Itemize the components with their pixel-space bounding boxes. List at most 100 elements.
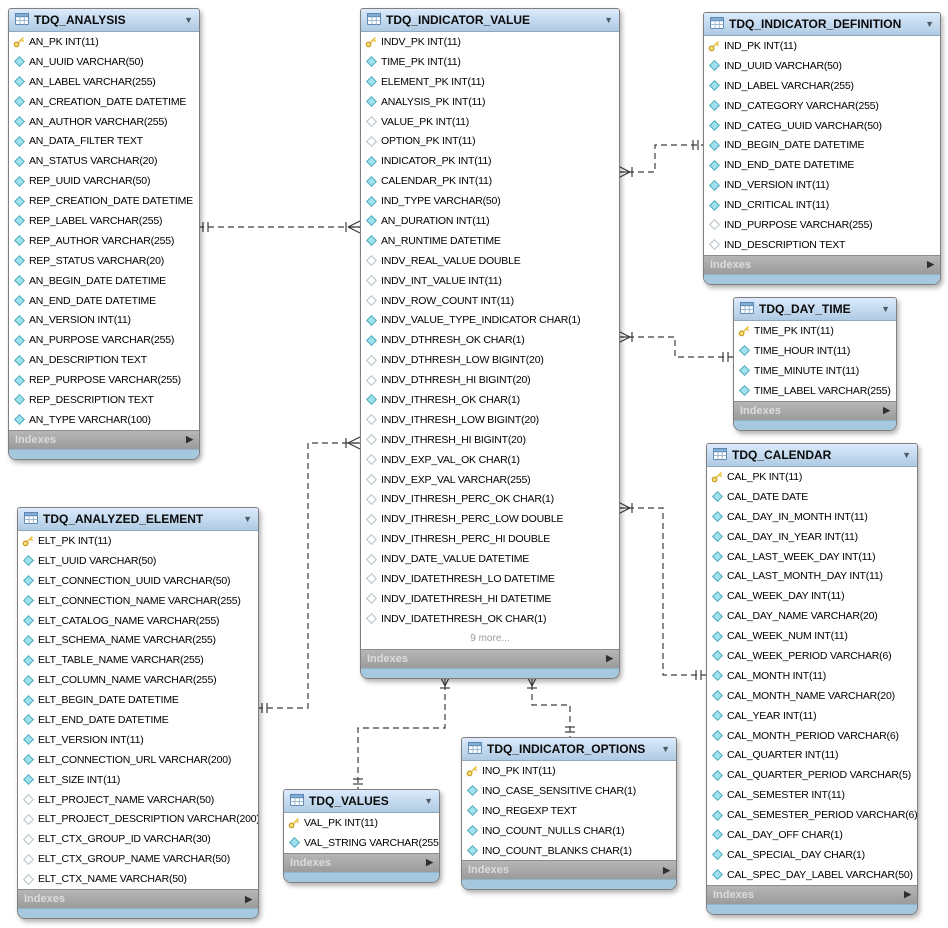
column-row[interactable]: AN_LABEL VARCHAR(255) <box>9 72 199 92</box>
column-row[interactable]: AN_VERSION INT(11) <box>9 310 199 330</box>
column-row[interactable]: IND_END_DATE DATETIME <box>704 155 940 175</box>
table-tdq_indicator_definition[interactable]: TDQ_INDICATOR_DEFINITION▼IND_PK INT(11) I… <box>703 12 941 285</box>
column-row[interactable]: AN_END_DATE DATETIME <box>9 291 199 311</box>
column-row[interactable]: INO_CASE_SENSITIVE CHAR(1) <box>462 781 676 801</box>
column-row[interactable]: ELT_COLUMN_NAME VARCHAR(255) <box>18 670 258 690</box>
column-row[interactable]: ELT_PK INT(11) <box>18 531 258 551</box>
column-row[interactable]: IND_CATEG_UUID VARCHAR(50) <box>704 116 940 136</box>
column-row[interactable]: AN_PK INT(11) <box>9 32 199 52</box>
column-row[interactable]: REP_CREATION_DATE DATETIME <box>9 191 199 211</box>
column-row[interactable]: IND_PK INT(11) <box>704 36 940 56</box>
expand-arrow-icon[interactable]: ▶ <box>245 893 252 904</box>
relationship-line-tdq_analyzed_element-tdq_indicator_value[interactable] <box>257 436 361 713</box>
column-row[interactable]: CAL_SEMESTER INT(11) <box>707 785 917 805</box>
column-row[interactable]: ELT_BEGIN_DATE DATETIME <box>18 690 258 710</box>
column-row[interactable]: ELT_CATALOG_NAME VARCHAR(255) <box>18 611 258 631</box>
column-row[interactable]: INDV_EXP_VAL VARCHAR(255) <box>361 470 619 490</box>
table-header[interactable]: TDQ_VALUES▼ <box>284 790 439 813</box>
column-row[interactable]: AN_PURPOSE VARCHAR(255) <box>9 330 199 350</box>
collapse-arrow-icon[interactable]: ▼ <box>881 304 890 314</box>
column-row[interactable]: CAL_DATE DATE <box>707 487 917 507</box>
column-row[interactable]: ELT_PROJECT_DESCRIPTION VARCHAR(200) <box>18 809 258 829</box>
column-row[interactable]: ELT_PROJECT_NAME VARCHAR(50) <box>18 790 258 810</box>
column-row[interactable]: CAL_SPECIAL_DAY CHAR(1) <box>707 845 917 865</box>
column-row[interactable]: CAL_WEEK_PERIOD VARCHAR(6) <box>707 646 917 666</box>
column-row[interactable]: INDV_ITHRESH_PERC_HI DOUBLE <box>361 529 619 549</box>
column-row[interactable]: INDV_ROW_COUNT INT(11) <box>361 291 619 311</box>
column-row[interactable]: CAL_LAST_MONTH_DAY INT(11) <box>707 566 917 586</box>
indexes-footer[interactable]: Indexes▶ <box>734 400 896 420</box>
table-tdq_analysis[interactable]: TDQ_ANALYSIS▼AN_PK INT(11)AN_UUID VARCHA… <box>8 8 200 460</box>
relationship-line-tdq_indicator_value-tdq_values[interactable] <box>353 673 452 789</box>
indexes-footer[interactable]: Indexes▶ <box>284 852 439 872</box>
table-tdq_indicator_options[interactable]: TDQ_INDICATOR_OPTIONS▼INO_PK INT(11)INO_… <box>461 737 677 891</box>
column-row[interactable]: INDV_INT_VALUE INT(11) <box>361 271 619 291</box>
column-row[interactable]: CAL_DAY_OFF CHAR(1) <box>707 825 917 845</box>
column-row[interactable]: ELT_CTX_GROUP_ID VARCHAR(30) <box>18 829 258 849</box>
indexes-footer[interactable]: Indexes▶ <box>462 860 676 880</box>
column-row[interactable]: AN_DESCRIPTION TEXT <box>9 350 199 370</box>
column-row[interactable]: INDV_REAL_VALUE DOUBLE <box>361 251 619 271</box>
relationship-line-tdq_indicator_value-tdq_indicator_options[interactable] <box>525 673 575 737</box>
column-row[interactable]: AN_DURATION INT(11) <box>361 211 619 231</box>
column-row[interactable]: CAL_WEEK_DAY INT(11) <box>707 586 917 606</box>
column-row[interactable]: CAL_MONTH INT(11) <box>707 666 917 686</box>
table-header[interactable]: TDQ_INDICATOR_OPTIONS▼ <box>462 738 676 761</box>
column-row[interactable]: REP_PURPOSE VARCHAR(255) <box>9 370 199 390</box>
column-row[interactable]: AN_STATUS VARCHAR(20) <box>9 151 199 171</box>
table-header[interactable]: TDQ_DAY_TIME▼ <box>734 298 896 321</box>
column-row[interactable]: CALENDAR_PK INT(11) <box>361 171 619 191</box>
column-row[interactable]: IND_DESCRIPTION TEXT <box>704 235 940 255</box>
column-row[interactable]: INDV_ITHRESH_PERC_OK CHAR(1) <box>361 489 619 509</box>
column-row[interactable]: INDV_IDATETHRESH_OK CHAR(1) <box>361 609 619 629</box>
column-row[interactable]: CAL_MONTH_NAME VARCHAR(20) <box>707 686 917 706</box>
column-row[interactable]: INDV_DTHRESH_HI BIGINT(20) <box>361 370 619 390</box>
indexes-footer[interactable]: Indexes▶ <box>704 254 940 274</box>
column-row[interactable]: ELT_TABLE_NAME VARCHAR(255) <box>18 650 258 670</box>
column-row[interactable]: IND_BEGIN_DATE DATETIME <box>704 135 940 155</box>
column-row[interactable]: TIME_MINUTE INT(11) <box>734 361 896 381</box>
column-row[interactable]: ELT_CTX_GROUP_NAME VARCHAR(50) <box>18 849 258 869</box>
table-tdq_analyzed_element[interactable]: TDQ_ANALYZED_ELEMENT▼ELT_PK INT(11)ELT_U… <box>17 507 259 920</box>
expand-arrow-icon[interactable]: ▶ <box>904 889 911 900</box>
column-row[interactable]: TIME_PK INT(11) <box>734 321 896 341</box>
column-row[interactable]: ELT_VERSION INT(11) <box>18 730 258 750</box>
column-row[interactable]: INDV_DTHRESH_OK CHAR(1) <box>361 330 619 350</box>
column-row[interactable]: AN_DATA_FILTER TEXT <box>9 131 199 151</box>
relationship-line-tdq_indicator_value-tdq_calendar[interactable] <box>617 501 706 680</box>
collapse-arrow-icon[interactable]: ▼ <box>661 744 670 754</box>
column-row[interactable]: CAL_SEMESTER_PERIOD VARCHAR(6) <box>707 805 917 825</box>
column-row[interactable]: ELT_SCHEMA_NAME VARCHAR(255) <box>18 630 258 650</box>
column-row[interactable]: CAL_DAY_IN_YEAR INT(11) <box>707 527 917 547</box>
column-row[interactable]: IND_CATEGORY VARCHAR(255) <box>704 96 940 116</box>
column-row[interactable]: INDV_ITHRESH_PERC_LOW DOUBLE <box>361 509 619 529</box>
column-row[interactable]: IND_LABEL VARCHAR(255) <box>704 76 940 96</box>
column-row[interactable]: ELT_END_DATE DATETIME <box>18 710 258 730</box>
column-row[interactable]: INO_PK INT(11) <box>462 761 676 781</box>
column-row[interactable]: INDV_IDATETHRESH_HI DATETIME <box>361 589 619 609</box>
column-row[interactable]: CAL_DAY_NAME VARCHAR(20) <box>707 606 917 626</box>
expand-arrow-icon[interactable]: ▶ <box>426 857 433 868</box>
column-row[interactable]: REP_LABEL VARCHAR(255) <box>9 211 199 231</box>
column-row[interactable]: INDV_ITHRESH_OK CHAR(1) <box>361 390 619 410</box>
column-row[interactable]: IND_PURPOSE VARCHAR(255) <box>704 215 940 235</box>
column-row[interactable]: AN_BEGIN_DATE DATETIME <box>9 271 199 291</box>
column-row[interactable]: CAL_MONTH_PERIOD VARCHAR(6) <box>707 726 917 746</box>
column-row[interactable]: ELT_CTX_NAME VARCHAR(50) <box>18 869 258 889</box>
table-tdq_day_time[interactable]: TDQ_DAY_TIME▼TIME_PK INT(11)TIME_HOUR IN… <box>733 297 897 431</box>
table-header[interactable]: TDQ_INDICATOR_DEFINITION▼ <box>704 13 940 36</box>
table-header[interactable]: TDQ_INDICATOR_VALUE▼ <box>361 9 619 32</box>
column-row[interactable]: VAL_PK INT(11) <box>284 813 439 833</box>
column-row[interactable]: INDV_DATE_VALUE DATETIME <box>361 549 619 569</box>
column-row[interactable]: INDV_EXP_VAL_OK CHAR(1) <box>361 450 619 470</box>
column-row[interactable]: REP_AUTHOR VARCHAR(255) <box>9 231 199 251</box>
expand-arrow-icon[interactable]: ▶ <box>663 864 670 875</box>
column-row[interactable]: ELT_SIZE INT(11) <box>18 770 258 790</box>
column-row[interactable]: ELT_CONNECTION_UUID VARCHAR(50) <box>18 571 258 591</box>
column-row[interactable]: AN_TYPE VARCHAR(100) <box>9 410 199 430</box>
column-row[interactable]: CAL_YEAR INT(11) <box>707 706 917 726</box>
indexes-footer[interactable]: Indexes▶ <box>18 889 258 909</box>
table-tdq_values[interactable]: TDQ_VALUES▼VAL_PK INT(11)VAL_STRING VARC… <box>283 789 440 883</box>
relationship-line-tdq_indicator_value-tdq_day_time[interactable] <box>617 330 733 362</box>
column-row[interactable]: CAL_QUARTER INT(11) <box>707 745 917 765</box>
